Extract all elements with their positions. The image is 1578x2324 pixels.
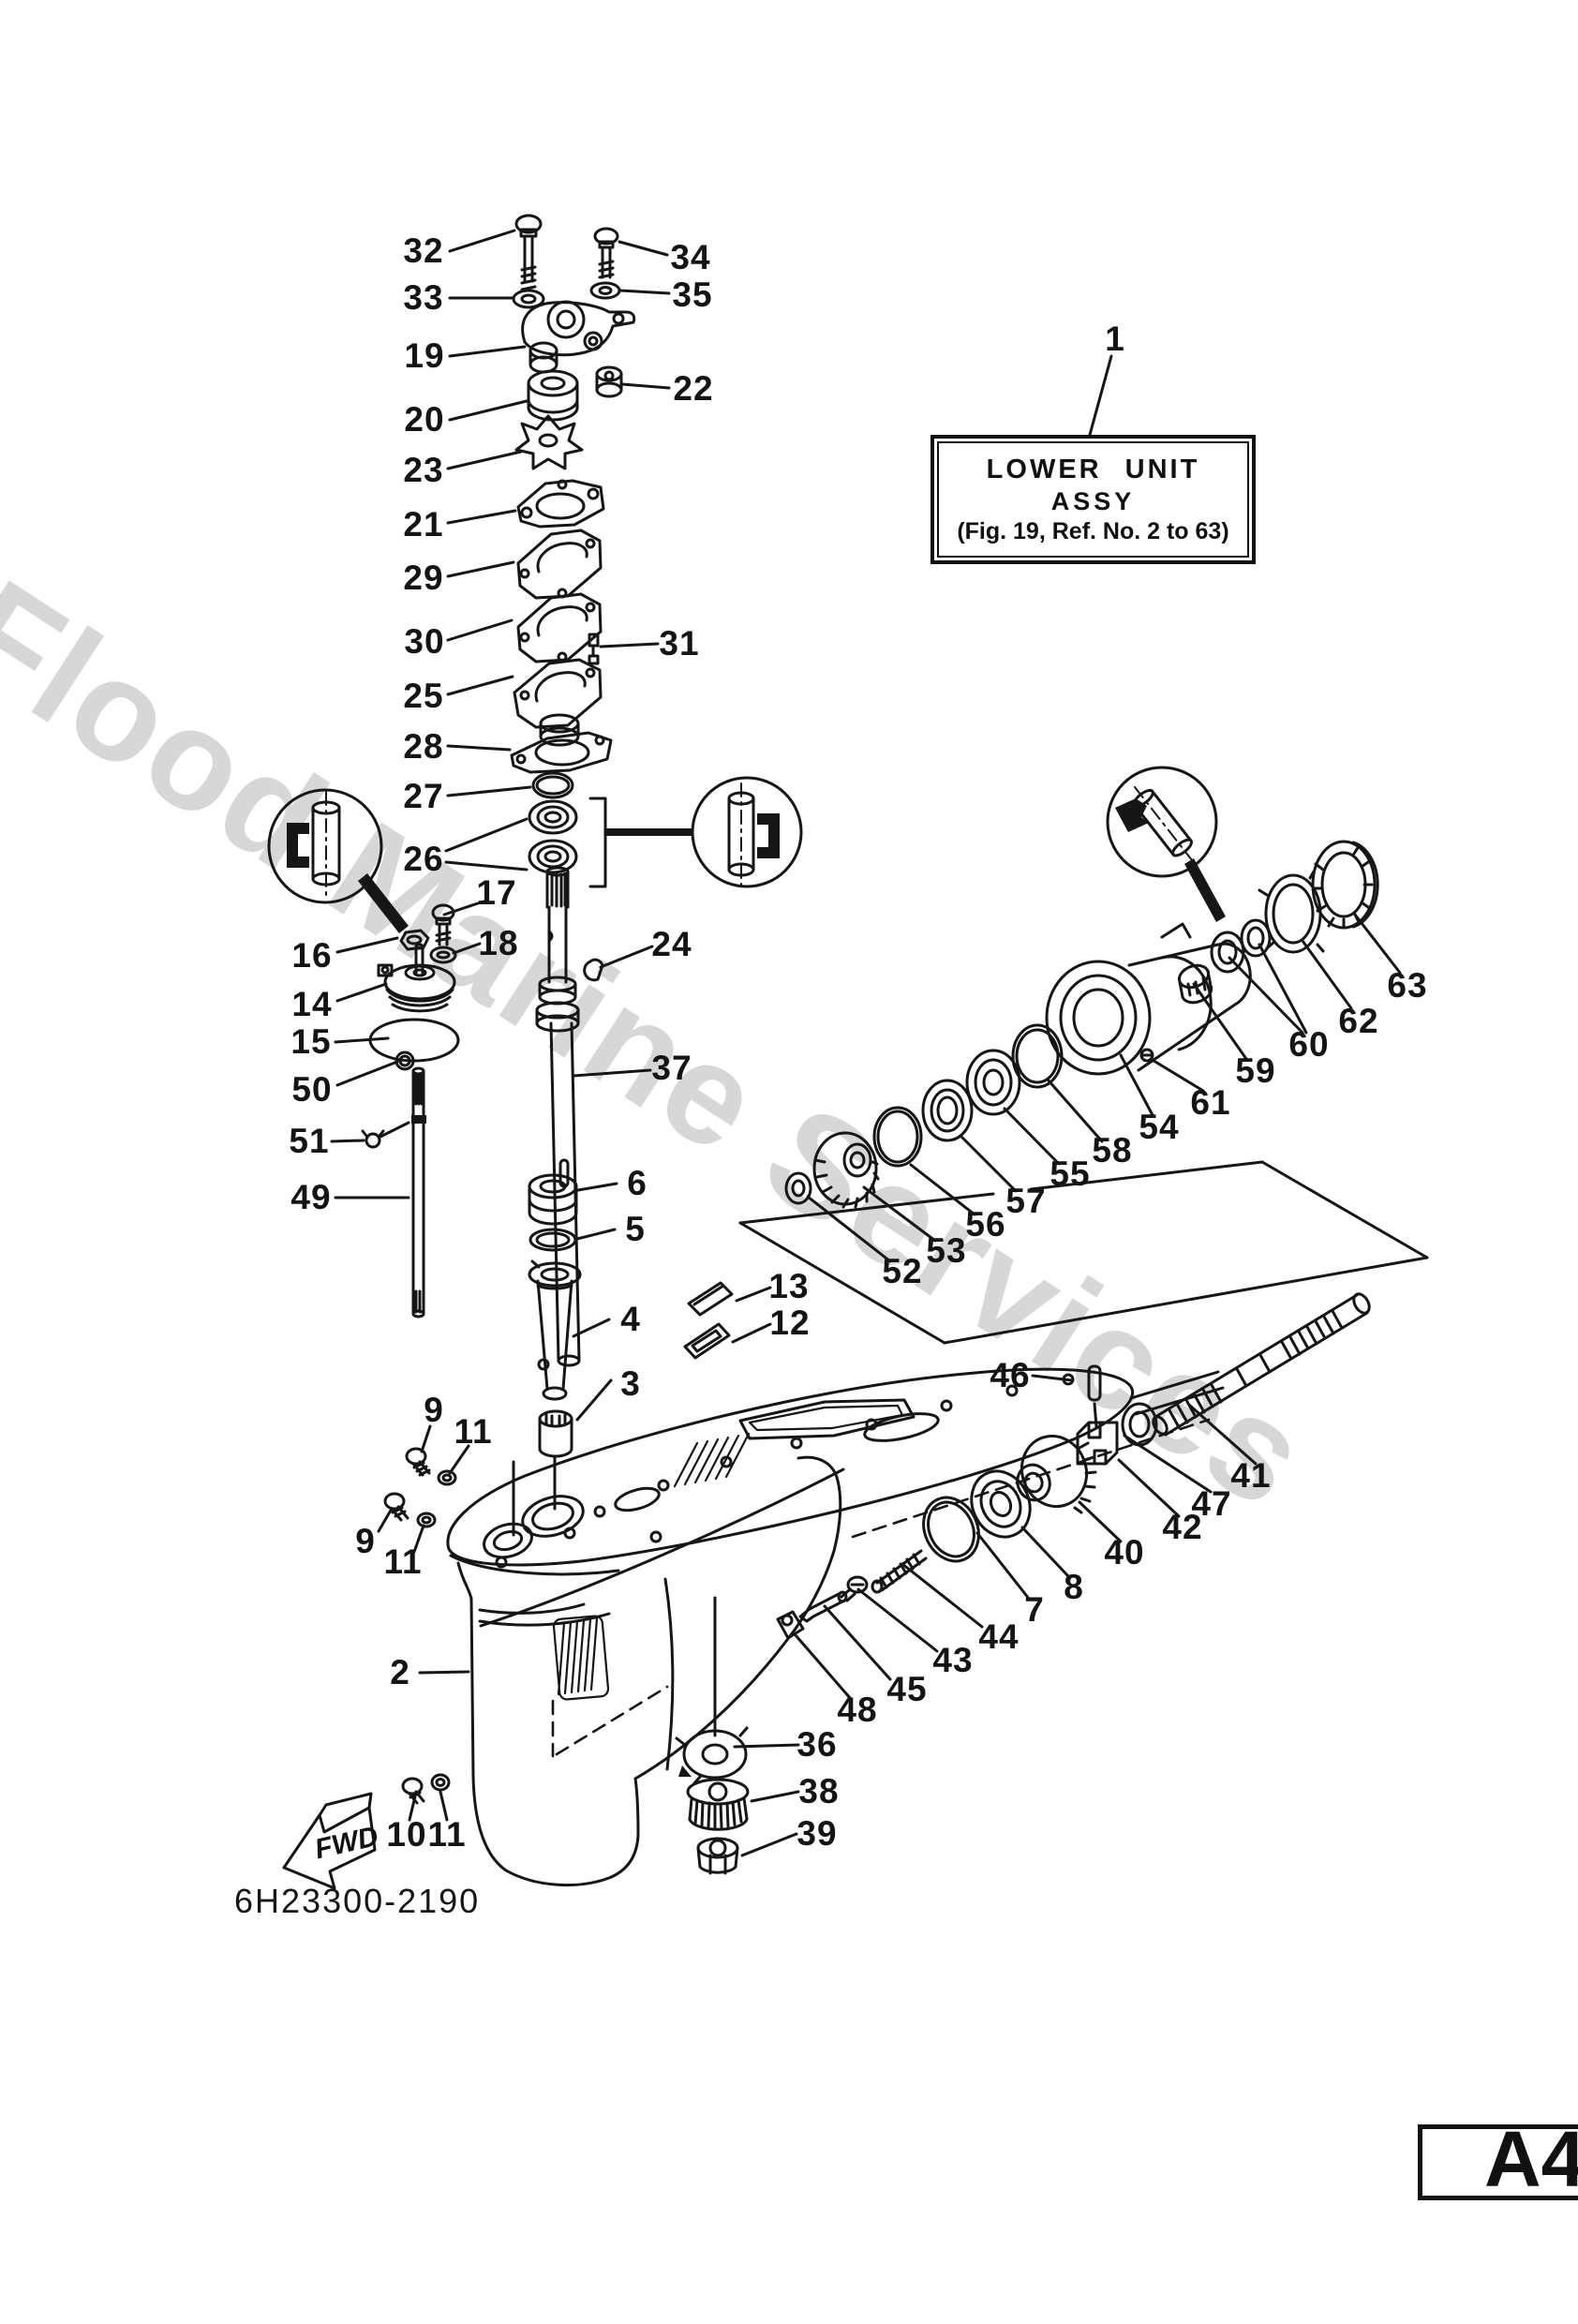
washer-11-upper [437, 1469, 457, 1486]
washer-5 [528, 1228, 577, 1252]
gasket-29 [516, 529, 603, 600]
insert-cartridge-20 [527, 369, 579, 422]
dowel-pin-31 [588, 633, 600, 665]
washer-60-a [1210, 931, 1245, 974]
key-12 [683, 1322, 731, 1360]
bolt-32 [514, 214, 543, 291]
shift-plunger-46 [1087, 1364, 1102, 1402]
sleeve-6 [528, 1173, 578, 1226]
gasket-30 [516, 592, 603, 663]
propeller-shaft-41 [1152, 1292, 1371, 1437]
bolt-17 [431, 903, 455, 946]
bolt-9-lower [383, 1492, 409, 1522]
note-box-reference: (Fig. 19, Ref. No. 2 to 63) [957, 517, 1229, 544]
assembly-note-box: LOWER UNIT ASSY (Fig. 19, Ref. No. 2 to … [930, 435, 1256, 564]
shaft-tube-4 [528, 1259, 582, 1401]
gasket-28 [510, 731, 613, 774]
note-box-title: LOWER UNIT [986, 454, 1200, 484]
o-ring-58 [1011, 1023, 1064, 1089]
bushing-3 [538, 1409, 573, 1458]
screw-61 [1139, 1048, 1154, 1063]
reverse-gear-53 [812, 1131, 880, 1209]
bearing-pair-26 [528, 797, 692, 888]
page-size-label: A4 [1484, 2115, 1578, 2203]
woodruff-key-24 [583, 958, 604, 982]
pinion-nut-39 [696, 1837, 739, 1875]
shim-56 [872, 1106, 923, 1168]
detail-region-parallelogram [738, 1160, 1429, 1345]
washer-60-b [1240, 918, 1272, 958]
washer-11-lower [416, 1512, 437, 1528]
water-pump-housing-19 [521, 300, 636, 374]
pinion-gear-38 [686, 1778, 750, 1831]
grommet-48 [776, 1610, 805, 1640]
gasket-15 [368, 1018, 460, 1063]
bolt-10 [401, 1777, 425, 1805]
tab-washer-36 [675, 1726, 749, 1785]
bearing-8 [970, 1469, 1032, 1539]
clutch-dog-42 [1076, 1421, 1119, 1466]
gear-case-housing-2 [446, 1367, 1225, 1886]
drawing-code: 6H23300-2190 [234, 1882, 481, 1920]
pin-45 [798, 1590, 848, 1623]
o-ring-50 [394, 1050, 415, 1071]
impeller-23 [514, 414, 584, 470]
clip-51 [361, 1129, 385, 1149]
drive-shaft-37 [535, 866, 581, 1367]
note-box-subtitle: ASSY [1050, 486, 1136, 515]
key-13 [687, 1281, 734, 1317]
pump-base-25 [513, 658, 603, 747]
fwd-arrow: FWD [282, 1792, 381, 1890]
bearing-55 [965, 1049, 1021, 1116]
washer-35 [589, 281, 621, 300]
detail-inset-middle [691, 776, 803, 888]
outer-plate-21 [516, 479, 605, 529]
shift-cam-14 [377, 943, 456, 1013]
oil-seal-57 [921, 1079, 974, 1142]
page-size-frame: A4 [1418, 2115, 1578, 2203]
bolt-34 [593, 227, 619, 279]
o-ring-27 [531, 771, 574, 799]
washer-11-bottom [430, 1773, 451, 1792]
forward-gear-40 [1016, 1434, 1097, 1514]
roller-59 [1178, 963, 1213, 1005]
washer-18 [429, 946, 457, 964]
detail-inset-top-right [1106, 766, 1226, 922]
washer-33 [512, 289, 545, 309]
ring-nut-63 [1311, 840, 1379, 930]
washer-52 [784, 1171, 812, 1205]
bearing-carrier-54 [1045, 922, 1252, 1076]
damper-22 [595, 365, 623, 398]
nut-16 [399, 929, 430, 951]
bolt-9-upper [405, 1447, 431, 1477]
washer-47 [1121, 1402, 1158, 1447]
screw-44 [871, 1549, 928, 1594]
shift-rod-49 [411, 1066, 426, 1318]
detail-inset-left [267, 788, 409, 933]
